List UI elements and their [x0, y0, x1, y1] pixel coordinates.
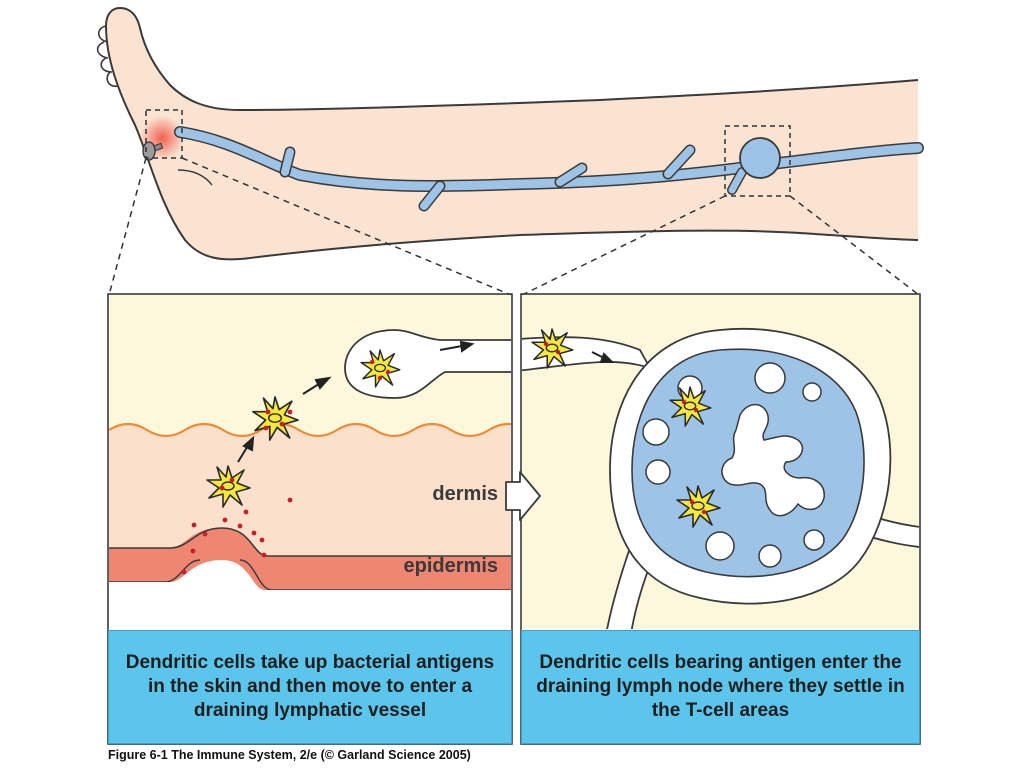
skin-panel: dermis epidermis	[109, 295, 511, 629]
epidermis-label: epidermis	[404, 555, 498, 577]
dermis-label: dermis	[432, 483, 498, 505]
leg-outline	[104, 6, 919, 261]
t-cell-area	[721, 403, 825, 517]
node-zoom-box	[724, 125, 791, 197]
toes	[96, 25, 119, 88]
migration-arrows	[237, 340, 475, 463]
panel-transition-arrow	[505, 471, 541, 521]
lymphatic-vessel-tip	[344, 329, 511, 399]
dermis-boundary-wave	[109, 422, 511, 438]
antigen-dots	[181, 497, 293, 575]
leg-lymph-vessel	[174, 126, 924, 212]
lymph-node-panel	[522, 295, 919, 629]
foot-zoom-box	[145, 109, 183, 159]
leg	[96, 6, 919, 261]
zoom-connectors	[108, 157, 920, 296]
leg-lymph-node	[739, 137, 781, 179]
caption-node-panel: Dendritic cells bearing antigen enter th…	[521, 630, 920, 744]
tack	[142, 141, 164, 161]
caption-skin-panel: Dendritic cells take up bacterial antige…	[108, 630, 512, 744]
figure-credit: Figure 6-1 The Immune System, 2/e (© Gar…	[108, 748, 471, 762]
